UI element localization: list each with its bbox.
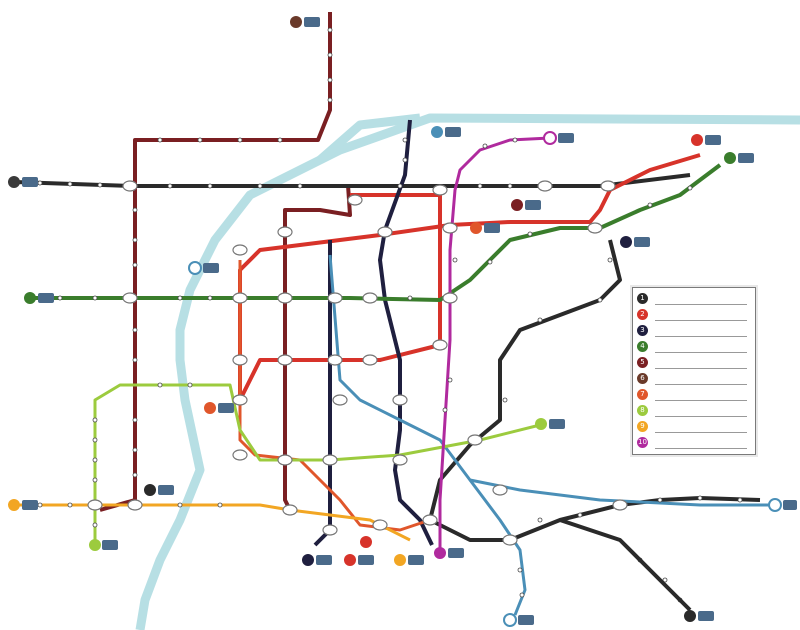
legend-row-5: 5 — [637, 356, 751, 369]
terminal-badges — [8, 16, 797, 627]
legend-row-9: 9 — [637, 420, 751, 433]
legend-badge-4: 4 — [637, 341, 648, 352]
legend-row-2: 2 — [637, 308, 751, 321]
line-3-orange — [238, 260, 431, 532]
line-6-navy — [313, 119, 434, 547]
line-1-branch — [559, 518, 692, 612]
line-4-green — [30, 163, 722, 302]
legend-row-8: 8 — [637, 404, 751, 417]
legend-row-3: 3 — [637, 324, 751, 337]
legend-badge-2: 2 — [637, 309, 648, 320]
line-8-blue — [328, 254, 775, 616]
legend-row-1: 1 — [637, 292, 751, 305]
interchange-stations — [87, 180, 628, 546]
legend-badge-9: 9 — [637, 421, 648, 432]
line-9-lightgreen — [93, 383, 541, 540]
legend-badge-7: 7 — [637, 389, 648, 400]
legend-row-10: 10 — [637, 436, 751, 449]
legend-badge-1: 1 — [637, 293, 648, 304]
station-ticks — [37, 27, 743, 603]
legend-badge-10: 10 — [637, 437, 648, 448]
legend-badge-5: 5 — [637, 357, 648, 368]
line-legend: 1 2 3 4 5 6 7 8 9 10 — [632, 287, 756, 455]
legend-row-4: 4 — [637, 340, 751, 353]
line-2-maroon — [99, 12, 352, 512]
legend-badge-3: 3 — [637, 325, 648, 336]
river — [135, 113, 800, 630]
line-7-red — [238, 153, 701, 401]
legend-row-6: 6 — [637, 372, 751, 385]
line-5-purple — [438, 136, 551, 548]
line-10-yellow — [15, 503, 411, 542]
legend-badge-6: 6 — [637, 373, 648, 384]
legend-badge-8: 8 — [637, 405, 648, 416]
legend-row-7: 7 — [637, 388, 751, 401]
